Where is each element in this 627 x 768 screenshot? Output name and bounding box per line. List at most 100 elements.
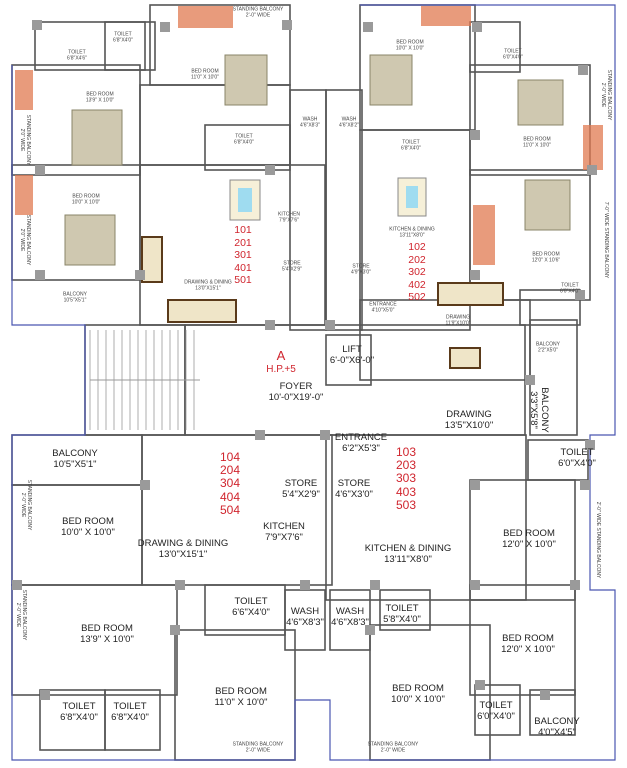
bed <box>224 54 268 106</box>
room-name: DRAWING & DINING <box>184 279 232 286</box>
unit-number: 504 <box>219 502 241 517</box>
room-size: 10'5"X5'1" <box>53 459 97 470</box>
room-size: 2'2"X5'0" <box>538 347 558 353</box>
unit-number: 501 <box>234 274 252 286</box>
wall <box>204 124 291 171</box>
wardrobe <box>473 205 495 265</box>
room-size: 5'4"X2'9" <box>282 266 302 272</box>
room-name: STORE <box>352 263 370 270</box>
room-name: STORE <box>284 478 318 490</box>
sofa <box>449 347 481 369</box>
column <box>585 440 595 450</box>
room-size: 13'0"X15'1" <box>158 549 208 560</box>
wall <box>104 21 156 71</box>
room-size: 4'6"X3'0" <box>335 489 373 500</box>
room-size: 13'11"X8'0" <box>399 232 425 238</box>
wall <box>527 439 589 481</box>
room-size: 13'0"X15'1" <box>195 285 221 291</box>
wall <box>104 689 161 751</box>
unit-number: 404 <box>219 489 241 504</box>
room-size: 6'6"X4'0" <box>232 607 270 618</box>
room-size: 12'0" X 10'0" <box>501 644 555 655</box>
room-name: STANDING BALCONY <box>20 589 27 641</box>
unit-number: 102 <box>408 241 426 253</box>
room-size: 10'5"X5'1" <box>63 297 87 303</box>
bed <box>524 179 571 231</box>
unit-number: 402 <box>408 278 426 291</box>
room-size: 10'0" X 10'0" <box>71 199 101 205</box>
bed <box>369 54 413 106</box>
wall <box>379 589 431 631</box>
room-name: BED ROOM <box>523 136 551 143</box>
wall <box>329 589 371 651</box>
room-size: 4'10"X5'0" <box>371 307 395 313</box>
column <box>255 430 265 440</box>
room-name: BED ROOM <box>81 623 133 635</box>
room-name: KITCHEN <box>263 521 305 533</box>
room-name: STORE <box>337 478 371 490</box>
room-name: TOILET <box>114 31 132 38</box>
room-size: 6'8"X4'6" <box>67 55 87 61</box>
table-glass <box>406 186 418 208</box>
column <box>363 22 373 32</box>
room-size: 2'-0" WIDE <box>245 12 271 18</box>
room-size: 11'0" X 10'0" <box>214 697 268 708</box>
room-name: TOILET <box>113 701 147 713</box>
column <box>12 580 22 590</box>
room-name: TOILET <box>479 700 513 712</box>
wardrobe <box>15 175 33 215</box>
unit-number: 202 <box>408 253 426 266</box>
wall <box>529 689 576 736</box>
unit-number: 201 <box>234 236 252 249</box>
unit-number: 403 <box>395 484 417 499</box>
room-name: BED ROOM <box>62 516 114 528</box>
room-name: TOILET <box>561 282 579 289</box>
column <box>540 690 550 700</box>
room-name: STANDING BALCONY <box>25 479 32 531</box>
room-size: 7'9"X7'6" <box>265 532 303 543</box>
room-size: 12'0" X 10'6" <box>531 257 561 263</box>
room-name: TOILET <box>504 48 522 55</box>
column <box>587 165 597 175</box>
room-name: FOYER <box>279 381 313 393</box>
column <box>135 270 145 280</box>
room-size: 12'0" X 10'0" <box>502 539 556 550</box>
bed <box>517 79 564 126</box>
room-name: KITCHEN <box>278 211 300 218</box>
column <box>475 680 485 690</box>
room-size: 10'0" X 10'0" <box>391 694 445 705</box>
unit-number: 303 <box>395 471 417 486</box>
unit-number: 401 <box>234 261 252 274</box>
room-size: 6'0"X4'0" <box>560 288 580 294</box>
unit-number: 204 <box>219 463 241 478</box>
room-name: BED ROOM <box>503 528 555 540</box>
room-size: 13'9" X 10'0" <box>85 97 115 103</box>
room-name: BED ROOM <box>215 686 267 698</box>
room-size: 10'0" X 10'0" <box>61 527 115 538</box>
room-name: ENTRANCE <box>369 301 397 308</box>
